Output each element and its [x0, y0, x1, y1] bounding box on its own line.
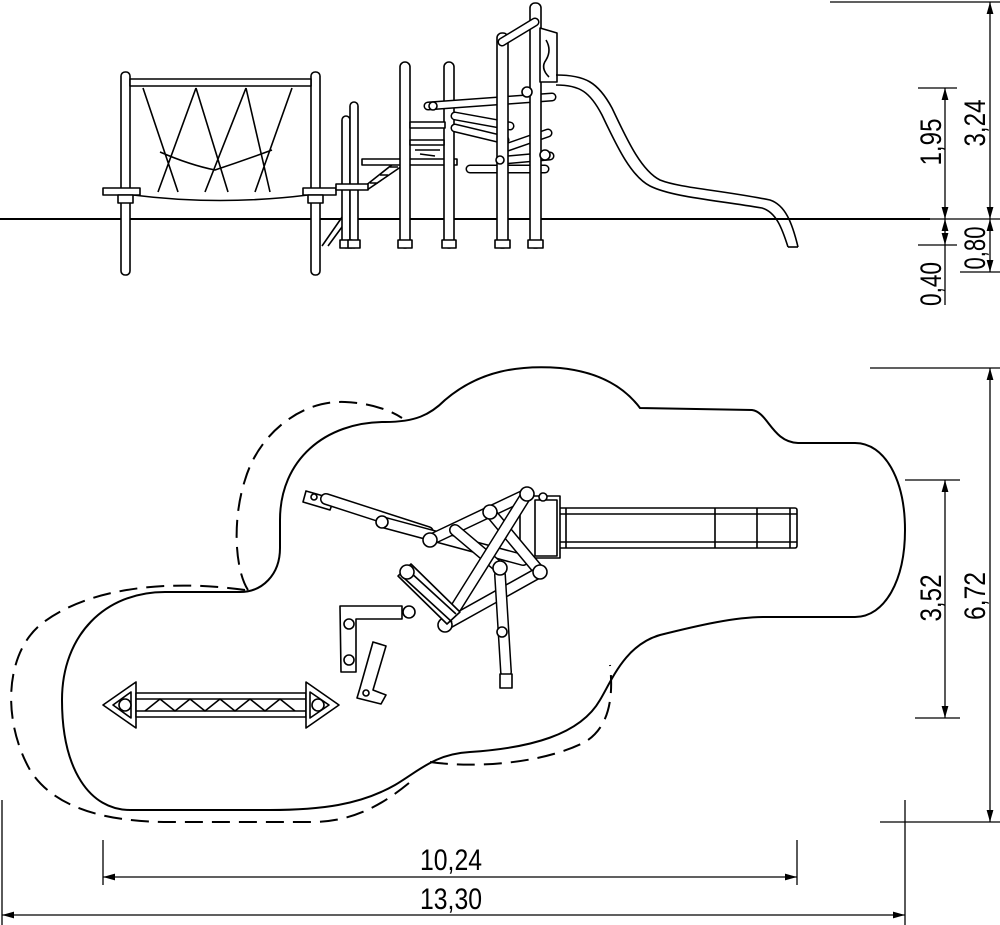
slide-outer-edge — [555, 74, 799, 248]
elevation-dimensions: 1,95 3,24 0,80 0,40 — [830, 1, 1000, 306]
plan-dimensions: 10,24 13,30 3,52 6,72 — [1, 367, 1000, 925]
elevation-tower — [335, 2, 558, 249]
frame-bracket-right — [307, 194, 324, 204]
plan-slide — [519, 492, 798, 559]
label-height-inner: 1,95 — [915, 119, 948, 166]
slide-chute-rails — [557, 508, 797, 548]
tower-post-c — [399, 61, 411, 249]
label-depth-outer: 0,80 — [959, 227, 992, 270]
beam-bar — [135, 692, 307, 718]
ladder-cap-top — [399, 564, 415, 580]
bolt-cap-4 — [428, 101, 438, 111]
bracket-hole — [310, 493, 318, 501]
ladder-cap-bottom — [402, 605, 416, 619]
bolt-cap-1 — [521, 86, 533, 98]
beam-diagonal — [499, 19, 538, 45]
frame-post-left — [120, 71, 131, 276]
lower-platform — [335, 183, 369, 191]
step-bracket-small — [356, 641, 387, 705]
bolt-cap-3 — [495, 155, 505, 165]
post-cap-2 — [519, 486, 535, 502]
footing-f — [527, 239, 544, 249]
footing-e — [494, 239, 511, 249]
post-cap-5 — [532, 564, 548, 580]
post-cap-7 — [496, 626, 508, 638]
step-bracket-l — [339, 605, 403, 673]
plan-view — [10, 366, 907, 823]
elevation-view — [0, 2, 930, 276]
label-depth-inner: 0,40 — [915, 262, 948, 306]
elevation-slide — [555, 74, 799, 248]
bolt-cap-2 — [539, 149, 551, 161]
plan-log-frame — [302, 486, 548, 689]
log-6 — [440, 489, 532, 630]
footing-c — [397, 239, 413, 249]
tower-post-b — [349, 101, 359, 249]
slide-hood-pattern — [542, 39, 550, 78]
frame-platform-left — [102, 187, 141, 196]
post-cap-1 — [482, 504, 498, 520]
net-bottom-rope — [132, 194, 309, 202]
frame-top-beam — [129, 78, 312, 87]
frame-platform-right — [302, 187, 337, 196]
beam-post-cap-left — [118, 698, 132, 712]
tower-post-e — [496, 32, 509, 249]
post-cap-3 — [422, 532, 438, 548]
slide-inner-edge — [555, 84, 789, 248]
plan-balance-beam — [102, 681, 340, 729]
log-4 — [485, 507, 545, 577]
step-bracket-hole-3 — [362, 689, 370, 697]
log-2 — [377, 517, 528, 565]
label-width-outer: 6,72 — [959, 572, 992, 620]
platform-decking — [415, 149, 440, 157]
plan-ladder — [397, 563, 461, 625]
footing-d — [441, 239, 457, 249]
label-width-inner: 3,52 — [915, 575, 948, 622]
log-3 — [425, 489, 532, 545]
lower-rail — [409, 139, 445, 146]
label-length-inner: 10,24 — [420, 844, 482, 877]
slide-start-cap — [538, 492, 548, 502]
elevation-net-frame — [102, 71, 354, 276]
post-cap-8 — [375, 515, 389, 529]
footing-b — [347, 239, 361, 249]
ladder-rungs — [403, 570, 457, 623]
plan-step-brackets — [339, 605, 403, 705]
stair-stringers — [359, 159, 406, 191]
extended-area-outline-upper — [235, 400, 403, 591]
label-height-outer: 3,24 — [959, 100, 992, 147]
impact-area-outline — [60, 366, 907, 811]
climbing-net — [142, 87, 293, 193]
post-footings — [339, 239, 544, 249]
step-bracket-hole-1 — [343, 618, 355, 630]
frame-post-right — [310, 71, 321, 276]
tower-post-a — [341, 115, 351, 249]
log-5 — [450, 525, 505, 573]
log-foot-plate — [499, 673, 513, 689]
slide-start-inner — [534, 499, 558, 557]
tower-post-d — [443, 61, 455, 249]
extended-area-outline-left — [10, 584, 416, 823]
post-cap-4 — [492, 560, 508, 576]
log-8 — [495, 570, 511, 677]
beam-rope-zigzag — [144, 698, 296, 712]
beam-post-cap-right — [311, 698, 325, 712]
label-length-outer: 13,30 — [420, 883, 482, 916]
upper-rail — [409, 121, 446, 129]
step-bracket-hole-2 — [343, 654, 355, 666]
extended-area-outline-lower — [429, 664, 613, 766]
log-7 — [440, 567, 545, 630]
frame-bracket-left — [117, 194, 134, 204]
